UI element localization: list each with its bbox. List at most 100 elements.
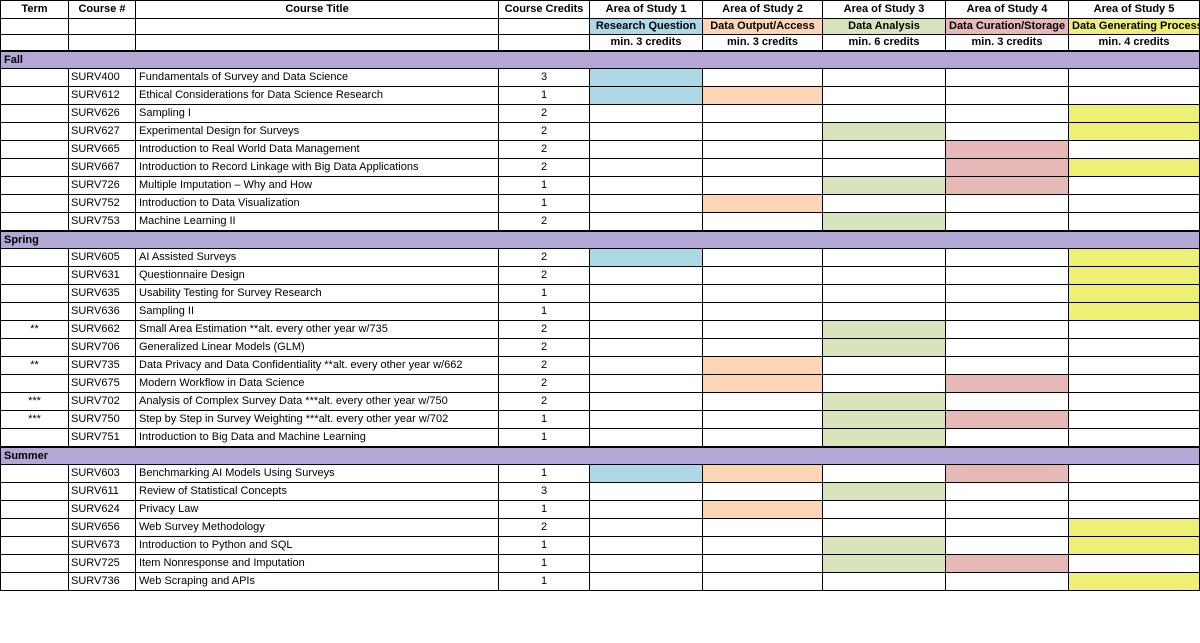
area-5-cell [1068,482,1200,501]
term-marker [0,482,69,501]
area-1-cell [589,176,703,195]
area-3-cell [822,374,946,393]
area-3-cell [822,536,946,555]
course-code: SURV702 [68,392,136,411]
term-marker: ** [0,356,69,375]
course-title: Small Area Estimation **alt. every other… [135,320,499,339]
term-section-row: Spring [0,230,1200,249]
area-2-cell [702,158,823,177]
area-4-cell [945,194,1069,213]
area-1-cell [589,302,703,321]
course-code: SURV726 [68,176,136,195]
area-5-cell [1068,158,1200,177]
area-5-cell [1068,320,1200,339]
term-header: Term [0,0,69,19]
area-1-cell [589,104,703,123]
course-title: Web Survey Methodology [135,518,499,537]
area-1-cell [589,248,703,267]
area-3-cell [822,248,946,267]
area-2-cell [702,518,823,537]
term-marker [0,194,69,213]
area-3-cell [822,500,946,519]
course-credits: 2 [498,338,590,357]
area-4-header: Area of Study 4 [945,0,1069,19]
area-3-name: Data Analysis [822,18,946,35]
course-credits: 1 [498,176,590,195]
area-4-cell [945,140,1069,159]
area-2-cell [702,104,823,123]
area-1-min: min. 3 credits [589,34,703,52]
course-title: Sampling II [135,302,499,321]
area-4-cell [945,248,1069,267]
area-4-cell [945,518,1069,537]
area-5-cell [1068,392,1200,411]
course-code: SURV662 [68,320,136,339]
area-2-cell [702,194,823,213]
area-2-cell [702,266,823,285]
area-3-cell [822,482,946,501]
area-1-cell [589,320,703,339]
area-3-cell [822,68,946,87]
area-4-cell [945,374,1069,393]
course-credits: 3 [498,482,590,501]
term-marker [0,374,69,393]
course-title: Generalized Linear Models (GLM) [135,338,499,357]
course-code: SURV736 [68,572,136,591]
area-5-cell [1068,554,1200,573]
area-5-cell [1068,86,1200,105]
course-title: Questionnaire Design [135,266,499,285]
course-credits: 2 [498,212,590,232]
area-4-cell [945,464,1069,483]
area-4-cell [945,86,1069,105]
course-title-header: Course Title [135,0,499,19]
area-4-cell [945,320,1069,339]
area-2-min: min. 3 credits [702,34,823,52]
term-section-row: Fall [0,50,1200,69]
term-marker [0,284,69,303]
course-title: Multiple Imputation – Why and How [135,176,499,195]
area-4-cell [945,212,1069,232]
area-1-cell [589,194,703,213]
course-code: SURV612 [68,86,136,105]
area-2-cell [702,374,823,393]
course-title: Data Privacy and Data Confidentiality **… [135,356,499,375]
course-credits: 2 [498,266,590,285]
course-credits-header: Course Credits [498,0,590,19]
area-5-cell [1068,572,1200,591]
course-credits: 1 [498,572,590,591]
area-5-cell [1068,266,1200,285]
course-credits: 3 [498,68,590,87]
course-code: SURV605 [68,248,136,267]
area-2-cell [702,392,823,411]
term-marker: *** [0,392,69,411]
course-title: Modern Workflow in Data Science [135,374,499,393]
course-credits: 1 [498,428,590,448]
area-1-cell [589,500,703,519]
area-3-cell [822,212,946,232]
course-credits: 2 [498,320,590,339]
area-1-cell [589,410,703,429]
area-2-cell [702,212,823,232]
area-1-cell [589,284,703,303]
area-4-cell [945,536,1069,555]
course-code: SURV603 [68,464,136,483]
term-marker [0,536,69,555]
area-5-min: min. 4 credits [1068,34,1200,52]
area-1-cell [589,392,703,411]
course-title: Review of Statistical Concepts [135,482,499,501]
course-credits: 2 [498,158,590,177]
term-marker [0,428,69,448]
area-5-cell [1068,518,1200,537]
course-title: AI Assisted Surveys [135,248,499,267]
course-code: SURV636 [68,302,136,321]
area-1-cell [589,86,703,105]
area-3-cell [822,392,946,411]
